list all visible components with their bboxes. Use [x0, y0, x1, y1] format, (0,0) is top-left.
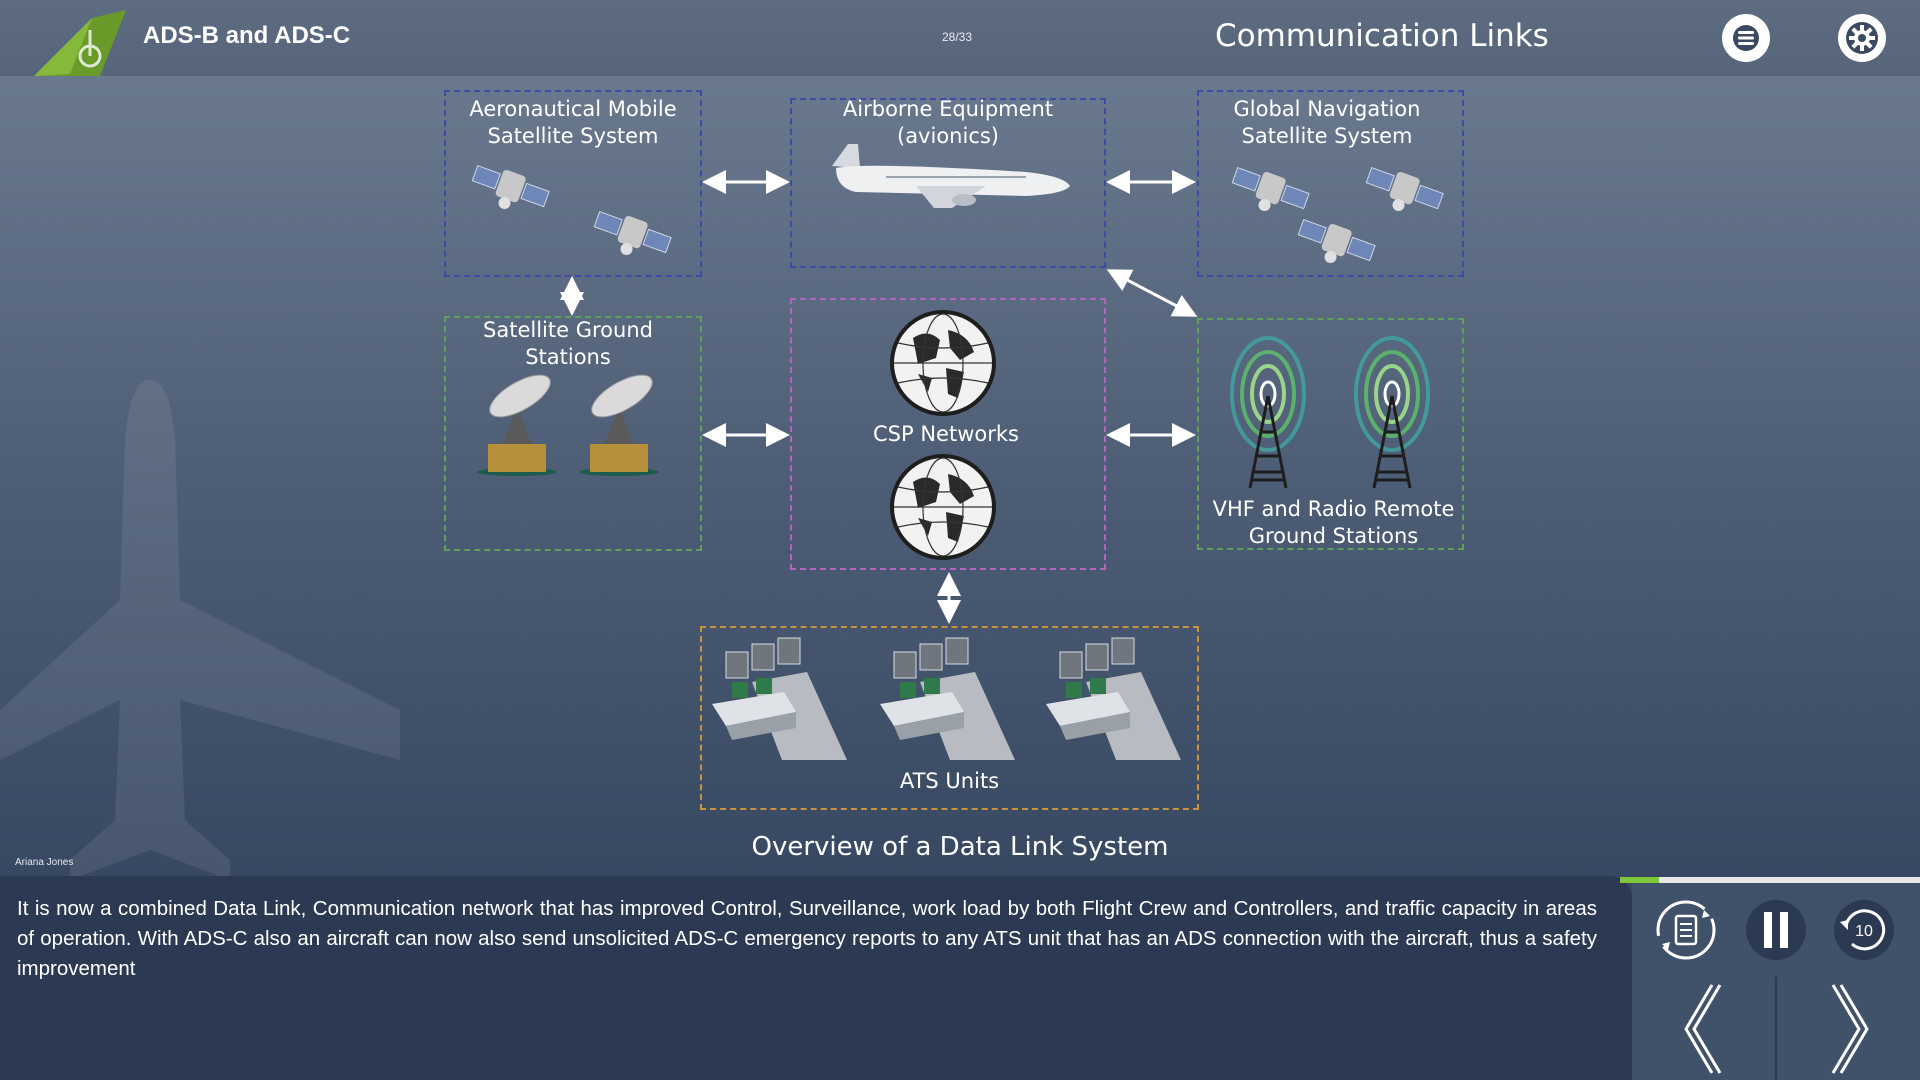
gear-icon: [1846, 22, 1878, 54]
course-title: ADS-B and ADS-C: [143, 22, 351, 49]
ats-console-icon: [1046, 637, 1181, 760]
header-bar: ADS-B and ADS-C 28/33 Communication Link…: [0, 0, 1920, 76]
diagram-caption: Overview of a Data Link System: [751, 832, 1169, 862]
previous-slide-button[interactable]: [1632, 977, 1775, 1080]
airplane-icon: [832, 144, 1070, 208]
progress-bar[interactable]: [1620, 877, 1920, 883]
satellite-ground-stations-label: Satellite Ground Stations: [483, 318, 653, 369]
gnss-box: [1197, 90, 1464, 277]
author-name: Ariana Jones: [15, 857, 74, 868]
amss-label: Aeronautical Mobile Satellite System: [469, 97, 677, 148]
chevron-left-icon: [1684, 984, 1722, 1074]
rewind-10-button[interactable]: 10: [1832, 898, 1896, 962]
settings-button[interactable]: [1838, 14, 1886, 62]
player-controls: 10: [1632, 883, 1920, 977]
csp-networks-label: CSP Networks: [873, 422, 1019, 446]
pause-button[interactable]: [1744, 898, 1808, 962]
narration-panel: It is now a combined Data Link, Communic…: [0, 876, 1632, 1080]
vhf-stations-label: VHF and Radio Remote Ground Stations: [1212, 497, 1455, 548]
replay-button[interactable]: [1654, 898, 1718, 962]
satellite-dish-icon: [579, 374, 659, 476]
ats-units-box: [700, 626, 1199, 810]
globe-icon: [890, 454, 996, 560]
ats-units-label: ATS Units: [899, 769, 1000, 793]
pause-icon: [1746, 900, 1806, 960]
airplane-watermark-icon: [0, 380, 400, 880]
satellite-icon: [471, 164, 550, 210]
rewind-seconds-label: 10: [1855, 923, 1873, 940]
next-slide-button[interactable]: [1777, 977, 1920, 1080]
satellite-icon: [1297, 218, 1376, 264]
radio-tower-icon: [1354, 336, 1430, 489]
nav-divider: [1775, 977, 1777, 1080]
page-counter: 28/33: [942, 30, 973, 44]
gnss-label: Global Navigation Satellite System: [1233, 97, 1421, 148]
satellite-dish-icon: [477, 374, 557, 476]
chevron-right-icon: [1831, 984, 1869, 1074]
satellite-icon: [1365, 166, 1444, 212]
rewind-10-icon: 10: [1834, 900, 1894, 960]
airborne-equipment-label: Airborne Equipment (avionics): [842, 97, 1054, 148]
airborne-equipment-box: [790, 98, 1106, 268]
satellite-ground-stations-box: [444, 316, 702, 551]
hamburger-menu-icon: [1733, 25, 1759, 51]
vhf-stations-box: [1197, 318, 1464, 550]
replay-transcript-icon: [1656, 900, 1716, 960]
slide-title: Communication Links: [1215, 18, 1549, 54]
ats-console-icon: [880, 637, 1015, 760]
progress-bar-fill: [1620, 877, 1659, 883]
logo-icon: [34, 10, 126, 76]
satellite-icon: [1231, 166, 1310, 212]
ats-console-icon: [712, 637, 847, 760]
arrow-airborne-vhf: [1106, 269, 1198, 317]
satellite-icon: [593, 210, 672, 256]
radio-tower-icon: [1230, 336, 1306, 489]
menu-button[interactable]: [1722, 14, 1770, 62]
csp-networks-box: [790, 298, 1106, 570]
globe-icon: [890, 310, 996, 416]
narration-text: It is now a combined Data Link, Communic…: [17, 897, 1597, 980]
